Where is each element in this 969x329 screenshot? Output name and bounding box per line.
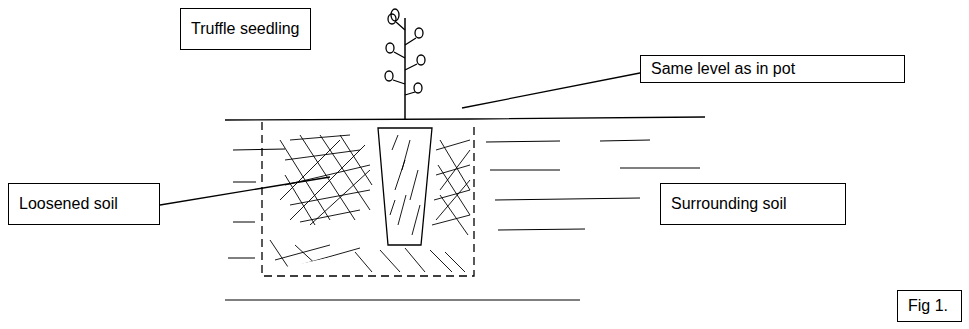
figure-label-box: Fig 1. <box>897 290 962 322</box>
ground-line <box>225 117 705 120</box>
surrounding-soil-lines <box>225 140 700 300</box>
root-texture <box>390 135 420 235</box>
callout-box: Same level as in pot <box>640 55 905 83</box>
seedling-plant <box>385 9 425 120</box>
planting-hole <box>262 122 474 276</box>
callout-text: Loosened soil <box>19 195 118 213</box>
leader-line <box>462 72 645 108</box>
callout-text: Truffle seedling <box>191 20 300 38</box>
loosened-soil-hatch <box>270 135 385 270</box>
callout-text: Same level as in pot <box>651 60 795 78</box>
leader-line <box>160 177 330 205</box>
loosened-soil-lines <box>355 248 465 272</box>
callout-text: Fig 1. <box>908 297 948 315</box>
loosened-soil-hatch <box>432 140 470 235</box>
root-ball <box>378 128 432 245</box>
callout-box: Loosened soil <box>8 183 160 225</box>
callout-box: Truffle seedling <box>180 8 311 50</box>
callout-text: Surrounding soil <box>671 195 787 213</box>
callout-box: Surrounding soil <box>660 183 846 225</box>
